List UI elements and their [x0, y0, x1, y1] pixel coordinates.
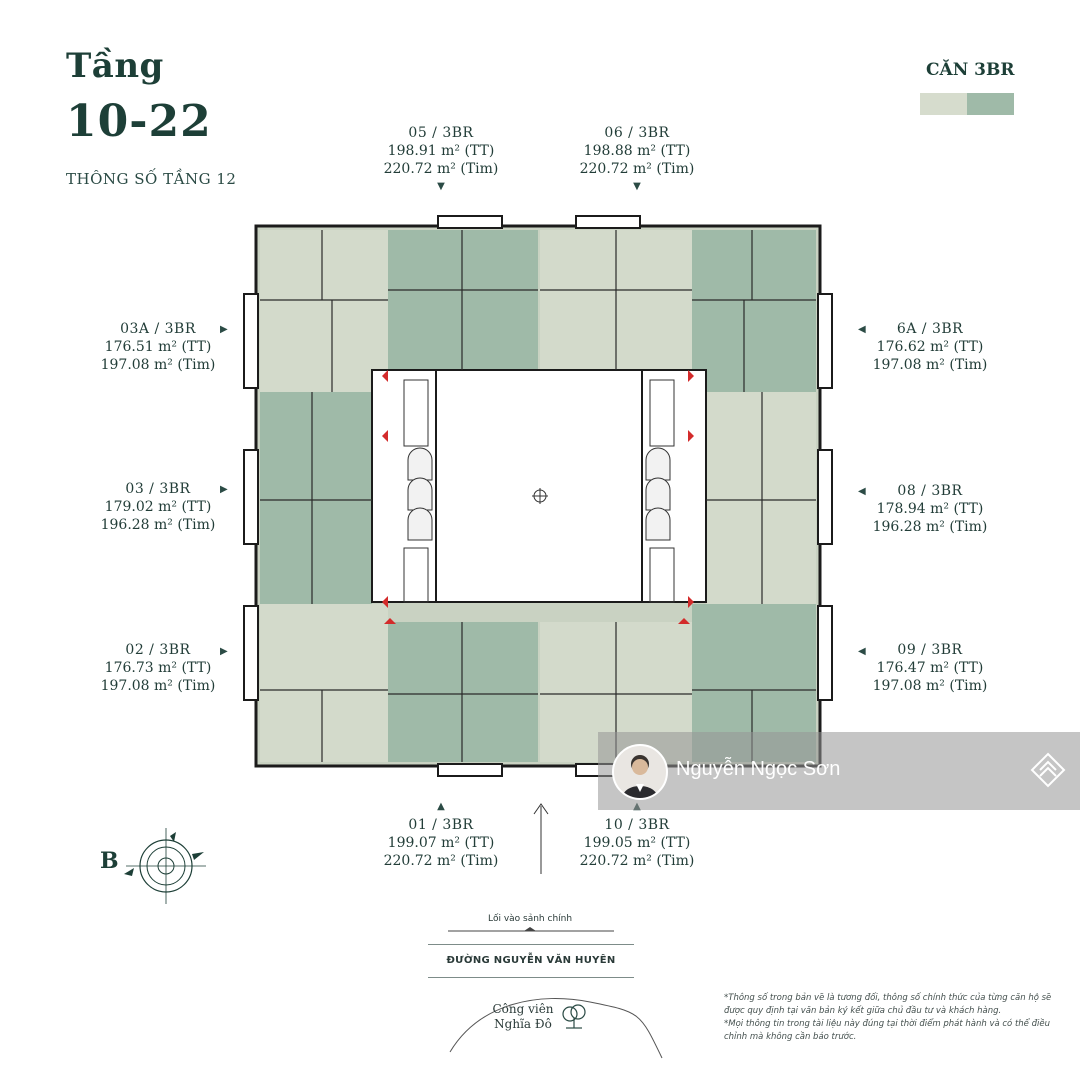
- unit-label-02: 02 / 3BR 176.73 m² (TT) 197.08 m² (Tim): [88, 641, 228, 695]
- legend-swatch-light: [920, 93, 967, 115]
- tree-icon: [562, 1004, 586, 1029]
- unit-area-tt: 176.47 m² (TT): [876, 660, 984, 676]
- balconies: [243, 215, 833, 777]
- interior-walls: [260, 230, 816, 762]
- street-name: ĐƯỜNG NGUYỄN VĂN HUYÊN: [428, 944, 634, 978]
- unit-name: 10 / 3BR: [604, 817, 670, 833]
- up-arrow-icon: ▲: [437, 801, 445, 812]
- unit-label-08: 08 / 3BR 178.94 m² (TT) 196.28 m² (Tim): [860, 482, 1000, 536]
- unit-area-tt: 176.73 m² (TT): [104, 660, 212, 676]
- unit-label-6a: 6A / 3BR 176.62 m² (TT) 197.08 m² (Tim): [860, 320, 1000, 374]
- unit-name: 03 / 3BR: [125, 481, 191, 497]
- unit-area-tt: 198.88 m² (TT): [583, 143, 691, 159]
- building-outline: [254, 224, 822, 768]
- unit-name: 06 / 3BR: [604, 125, 670, 141]
- entry-markers: [382, 370, 694, 624]
- unit-area-tim: 196.28 m² (Tim): [872, 519, 988, 535]
- unit-area-tt: 198.91 m² (TT): [387, 143, 495, 159]
- unit-02-area: [260, 604, 388, 762]
- unit-area-tim: 197.08 m² (Tim): [100, 678, 216, 694]
- unit-area-tim: 220.72 m² (Tim): [579, 853, 695, 869]
- unit-name: 6A / 3BR: [896, 321, 964, 337]
- unit-area-tim: 197.08 m² (Tim): [872, 357, 988, 373]
- unit-label-05: 05 / 3BR 198.91 m² (TT) 220.72 m² (Tim) …: [371, 124, 511, 196]
- lobby-line: [448, 927, 614, 932]
- unit-area-tim: 220.72 m² (Tim): [579, 161, 695, 177]
- unit-area-tim: 220.72 m² (Tim): [383, 853, 499, 869]
- unit-03-area: [260, 392, 372, 604]
- park-outline: [449, 998, 663, 1059]
- unit-area-tt: 179.02 m² (TT): [104, 499, 212, 515]
- right-arrow-icon: ▶: [220, 324, 228, 335]
- floor-subtitle: THÔNG SỐ TẦNG 12: [66, 170, 237, 188]
- unit-label-09: 09 / 3BR 176.47 m² (TT) 197.08 m² (Tim): [860, 641, 1000, 695]
- unit-05-area: [388, 230, 538, 370]
- stairs: [403, 379, 675, 603]
- floor-range: 10-22: [66, 96, 212, 147]
- left-arrow-icon: ◀: [858, 324, 866, 335]
- down-arrow-icon: ▼: [437, 181, 445, 192]
- floor-label: Tầng: [66, 46, 164, 86]
- unit-03a-area: [260, 230, 388, 392]
- unit-name: 01 / 3BR: [408, 817, 474, 833]
- unit-area-tt: 199.07 m² (TT): [387, 835, 495, 851]
- unit-area-tt: 176.62 m² (TT): [876, 339, 984, 355]
- unit-name: 08 / 3BR: [897, 483, 963, 499]
- right-arrow-icon: ▶: [220, 646, 228, 657]
- unit-area-tim: 196.28 m² (Tim): [100, 517, 216, 533]
- note-line: *Mọi thông tin trong tài liệu này đúng t…: [724, 1019, 1050, 1029]
- compass-north-letter: B: [100, 848, 119, 874]
- unit-name: 05 / 3BR: [408, 125, 474, 141]
- note-line: được quy định tại văn bản ký kết giữa ch…: [724, 1006, 1002, 1016]
- unit-area-tt: 178.94 m² (TT): [876, 501, 984, 517]
- elevators: [407, 447, 671, 541]
- avatar: [612, 744, 668, 800]
- unit-label-01: ▲ 01 / 3BR 199.07 m² (TT) 220.72 m² (Tim…: [371, 798, 511, 870]
- compass-icon: [124, 828, 206, 904]
- unit-name: 03A / 3BR: [120, 321, 196, 337]
- note-line: *Thông số trong bản vẽ là tương đối, thô…: [724, 993, 1052, 1003]
- note-line: chỉnh mà không cần báo trước.: [724, 1032, 857, 1042]
- unit-label-06: 06 / 3BR 198.88 m² (TT) 220.72 m² (Tim) …: [567, 124, 707, 196]
- unit-area-tim: 197.08 m² (Tim): [872, 678, 988, 694]
- lobby-entrance-label: Lối vào sảnh chính: [487, 914, 573, 924]
- watermark-name: Nguyễn Ngọc Sơn: [676, 758, 841, 780]
- unit-6a-area: [692, 230, 816, 392]
- legend-swatch-dark: [967, 93, 1014, 115]
- floor-plan: [243, 215, 833, 777]
- unit-label-10: ▲ 10 / 3BR 199.05 m² (TT) 220.72 m² (Tim…: [567, 798, 707, 870]
- unit-name: 02 / 3BR: [125, 642, 191, 658]
- unit-08-area: [706, 392, 816, 604]
- person-icon: [622, 755, 658, 798]
- unit-area-tt: 199.05 m² (TT): [583, 835, 691, 851]
- park-label-line1: Công viên: [492, 1002, 554, 1016]
- unit-area-tt: 176.51 m² (TT): [104, 339, 212, 355]
- right-arrow-icon: ▶: [220, 484, 228, 495]
- unit-label-03a: 03A / 3BR 176.51 m² (TT) 197.08 m² (Tim): [88, 320, 228, 374]
- park-label: Công viên Nghĩa Đô: [490, 1002, 556, 1032]
- entrance-arrow-icon: [533, 803, 549, 874]
- down-arrow-icon: ▼: [633, 181, 641, 192]
- unit-area-tim: 197.08 m² (Tim): [100, 357, 216, 373]
- park-label-line2: Nghĩa Đô: [494, 1017, 552, 1031]
- logo-icon: [1030, 752, 1066, 788]
- left-arrow-icon: ◀: [858, 486, 866, 497]
- unit-area-tim: 220.72 m² (Tim): [383, 161, 499, 177]
- unit-name: 09 / 3BR: [897, 642, 963, 658]
- unit-01-area: [388, 622, 538, 762]
- watermark-banner: [598, 732, 1080, 810]
- legend-label: CĂN 3BR: [926, 60, 1015, 80]
- central-courtyard: [435, 369, 643, 603]
- disclaimer-notes: *Thông số trong bản vẽ là tương đối, thô…: [724, 992, 1054, 1044]
- left-arrow-icon: ◀: [858, 646, 866, 657]
- unit-label-03: 03 / 3BR 179.02 m² (TT) 196.28 m² (Tim): [88, 480, 228, 534]
